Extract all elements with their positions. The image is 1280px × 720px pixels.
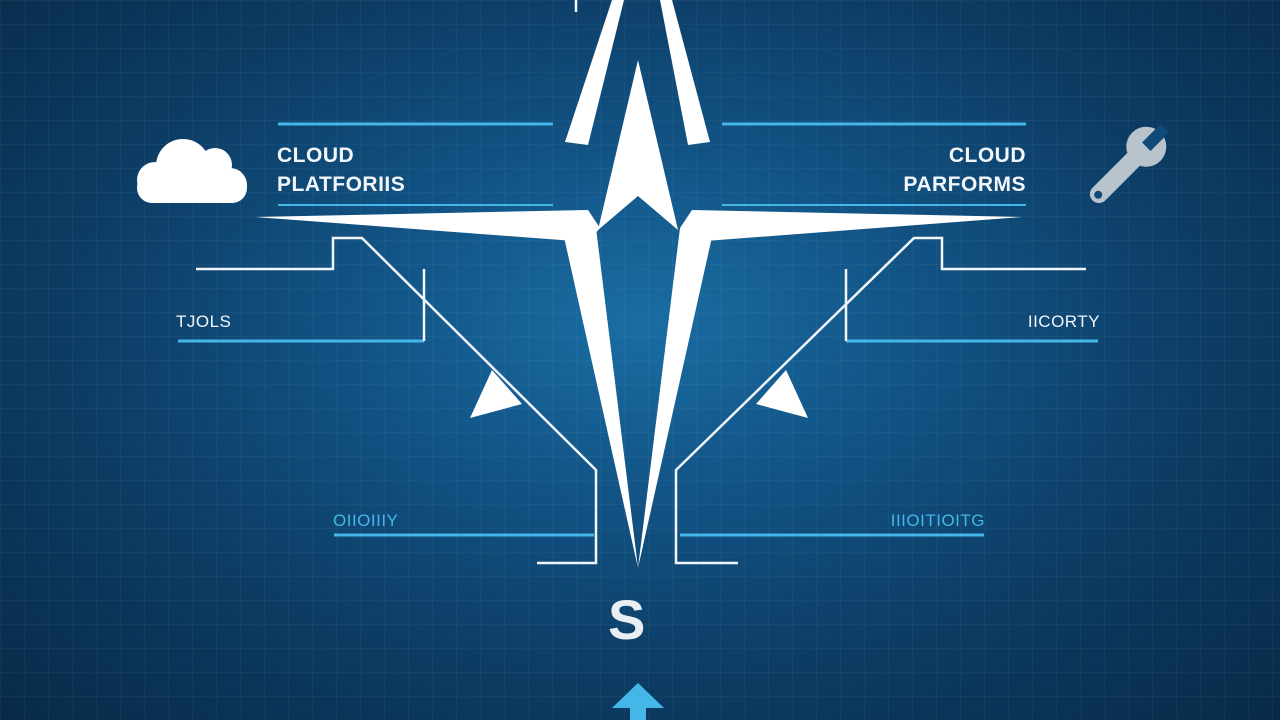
left-upper-connector [196,236,598,565]
star-top-right-blade [660,0,710,145]
top-left-label-line2: PLATFORIIS [277,173,406,196]
star-right-arm [680,210,1022,242]
top-right-label-line2: PARFORMS [903,173,1026,196]
star-left-arm [255,210,600,242]
upload-arrow-icon [612,683,664,720]
right-upper-connector [674,236,1086,565]
top-left-label-line1: CLOUD [277,144,355,167]
accent-lines [178,122,1098,537]
central-star [255,0,1022,568]
star-top-left-blade [565,0,624,145]
wrench-icon [1089,124,1169,204]
left-arrowhead [470,370,522,418]
star-bottom-right-arm [638,228,714,568]
star-bottom-left-arm [562,228,638,568]
mid-left-label: TJOLS [176,312,232,331]
connector-lines [196,0,1086,565]
low-right-label: IIIOITIOITG [890,511,985,530]
cloud-icon [137,139,247,203]
mid-right-label: IICORTY [1027,312,1100,331]
top-right-label-line1: CLOUD [948,144,1026,167]
star-top-arrow [598,60,678,230]
right-arrowhead [756,370,808,418]
center-letter: S [608,588,646,651]
low-left-label: OIIOIIIY [333,511,399,530]
